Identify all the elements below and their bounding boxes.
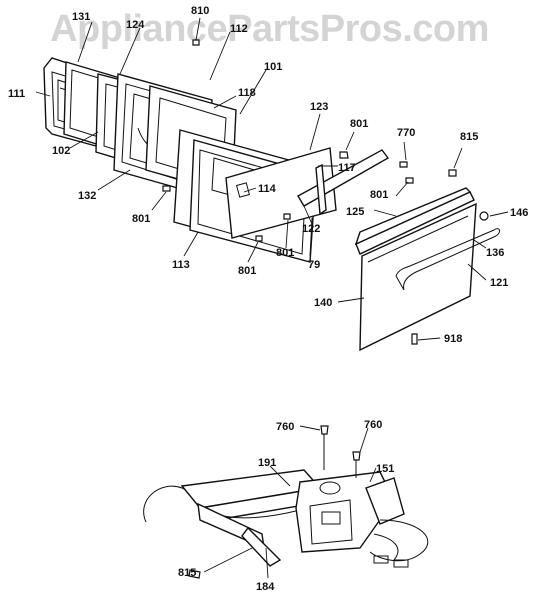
screw-801-d [255, 235, 263, 242]
callout-184: 184 [256, 581, 275, 593]
part-latch-wiring [369, 519, 429, 568]
callout-123: 123 [310, 101, 328, 113]
callout-101: 101 [264, 61, 282, 73]
callout-815-b: 815 [178, 567, 196, 579]
callout-117: 117 [338, 162, 356, 174]
callout-810: 810 [191, 5, 209, 17]
callout-122: 122 [302, 223, 320, 235]
callout-112: 112 [230, 23, 248, 35]
callout-125: 125 [346, 206, 364, 218]
part-door-channel [297, 149, 390, 216]
callout-146: 146 [510, 207, 528, 219]
callout-102: 102 [52, 145, 70, 157]
screw-810 [192, 39, 200, 46]
part-latch-motor [295, 471, 405, 553]
screw-770 [399, 161, 414, 184]
screw-801-a [339, 151, 349, 159]
callout-801-c: 801 [370, 189, 388, 201]
callout-labels: 131 124 810 112 111 118 101 102 123 801 … [8, 5, 528, 593]
callout-131: 131 [72, 11, 90, 23]
callout-760-b: 760 [364, 419, 382, 431]
watermark-text: AppliancePartsPros.com [50, 8, 489, 50]
callout-815-a: 815 [460, 131, 478, 143]
part-latch-assembly [143, 469, 331, 567]
part-door-handle [395, 228, 501, 291]
callout-918: 918 [444, 333, 462, 345]
callout-118: 118 [238, 87, 256, 99]
callout-132: 132 [78, 190, 96, 202]
callout-151: 151 [376, 463, 394, 475]
callout-121: 121 [490, 277, 508, 289]
callout-760-a: 760 [276, 421, 294, 433]
callout-191: 191 [258, 457, 276, 469]
callout-140: 140 [314, 297, 332, 309]
callout-113: 113 [172, 259, 190, 271]
callout-801-d: 801 [276, 247, 294, 259]
part-outer-door [354, 187, 477, 352]
callout-801-e: 801 [238, 265, 256, 277]
callout-801-b: 801 [132, 213, 150, 225]
callout-114: 114 [258, 183, 277, 195]
callout-770: 770 [397, 127, 415, 139]
screw-815-b [188, 569, 201, 579]
callout-801-a: 801 [350, 118, 368, 130]
callout-136: 136 [486, 247, 504, 259]
leader-lines [35, 17, 509, 579]
screw-801-b [162, 185, 171, 192]
screw-146 [479, 211, 489, 221]
callout-111: 111 [8, 88, 25, 100]
screw-760-b [352, 451, 361, 478]
callout-124: 124 [126, 19, 145, 31]
screw-760-a [320, 425, 329, 470]
callout-79: 79 [308, 259, 320, 271]
screw-815-a [448, 169, 457, 177]
screw-801-c [283, 213, 291, 220]
screw-918 [411, 333, 418, 345]
